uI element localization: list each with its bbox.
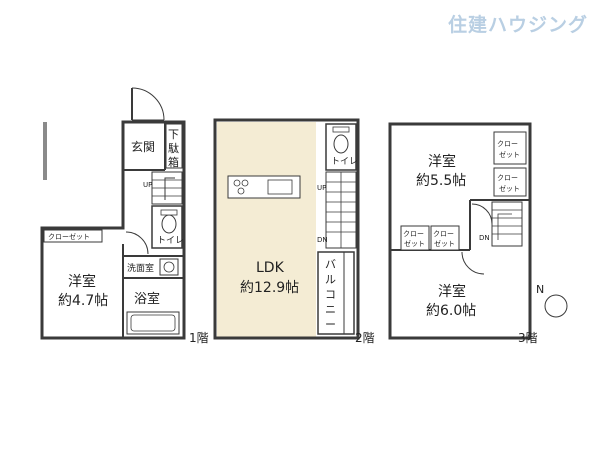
stairs-2f: UP DN xyxy=(317,171,357,249)
genkan-label: 玄関 xyxy=(131,139,155,154)
closet-3f-1-l2: ゼット xyxy=(499,150,520,159)
balcony-char-1: バ xyxy=(325,258,336,271)
western-room-1f: 洋室 約4.7帖 xyxy=(58,244,124,338)
washroom-label: 洗面室 xyxy=(127,262,154,274)
closet-3f-1: クロー ゼット xyxy=(493,131,527,165)
balcony: バ ル コ ニ ー xyxy=(317,251,355,335)
closet-3f-2-l2: ゼット xyxy=(499,184,520,193)
western-room-3f-b: 洋室 約6.0帖 xyxy=(426,283,476,319)
toilet-1f: トイレ xyxy=(151,205,184,249)
shoe-cabinet: 下 駄 箱 xyxy=(165,123,183,169)
brand-logo: 住建ハウジング xyxy=(447,14,588,36)
genkan: 玄関 xyxy=(123,122,166,171)
toilet-1f-label: トイレ xyxy=(157,236,184,246)
room-3f-a-name: 洋室 xyxy=(428,153,456,170)
toilet-2f: トイレ xyxy=(325,123,358,171)
compass-needle-icon xyxy=(552,294,558,318)
shoe-cabinet-char-1: 下 xyxy=(168,128,179,141)
closet-3f-3-l1: クロー xyxy=(403,230,424,238)
balcony-char-5: ー xyxy=(325,318,336,331)
compass-north-label: N xyxy=(536,283,544,296)
floor-3-label: 3階 xyxy=(518,330,538,345)
room-1f-name: 洋室 xyxy=(68,273,96,290)
closet-3f-2-l1: クロー xyxy=(497,174,518,182)
floor-3: 洋室 約5.5帖 クロー ゼット クロー ゼット クロー ゼット クロー ゼット xyxy=(388,122,538,345)
floor-2-label: 2階 xyxy=(355,330,375,345)
closet-3f-4: クロー ゼット xyxy=(430,225,460,251)
balcony-char-2: ル xyxy=(325,273,336,286)
shoe-cabinet-char-3: 箱 xyxy=(168,155,179,169)
compass: N xyxy=(536,283,568,318)
exterior-wall-segment xyxy=(43,122,47,180)
stairs-3f: DN xyxy=(479,201,523,247)
closet-1f: クローゼット xyxy=(43,229,103,243)
room-3f-b-size: 約6.0帖 xyxy=(426,303,476,319)
room-3f-a-size: 約5.5帖 xyxy=(416,173,466,189)
kitchen-counter xyxy=(227,175,301,199)
closet-3f-4-l1: クロー xyxy=(433,230,454,238)
closet-3f-3: クロー ゼット xyxy=(400,225,430,251)
stairs-up-label: UP xyxy=(143,181,152,189)
room-3f-b-name: 洋室 xyxy=(438,283,466,300)
shoe-cabinet-char-2: 駄 xyxy=(168,141,179,155)
closet-3f-2: クロー ゼット xyxy=(493,167,527,197)
stairs-1f: UP xyxy=(143,171,183,205)
bathroom-label: 浴室 xyxy=(134,291,160,307)
closet-3f-1-l1: クロー xyxy=(497,140,518,148)
stairs-2f-up-label: UP xyxy=(317,184,326,192)
closet-3f-3-l2: ゼット xyxy=(404,239,425,248)
floor-2: トイレ UP DN LDK 約12.9帖 バ ル コ ニ ー 2 xyxy=(213,118,375,345)
balcony-char-3: コ xyxy=(325,288,336,301)
ldk-name: LDK xyxy=(256,260,285,276)
room-1f-size: 約4.7帖 xyxy=(58,293,108,309)
compass-ring xyxy=(544,294,568,318)
ldk-floor xyxy=(217,122,316,338)
closet-1f-label: クローゼット xyxy=(48,232,90,241)
stairs-2f-dn-label: DN xyxy=(317,236,328,244)
ldk-size: 約12.9帖 xyxy=(240,280,299,296)
toilet-2f-label: トイレ xyxy=(331,157,358,167)
stairs-3f-dn-label: DN xyxy=(479,234,490,242)
floor-1: 玄関 下 駄 箱 UP トイレ クロー xyxy=(40,87,209,345)
bathroom: 浴室 xyxy=(126,291,180,335)
floor-1-label: 1階 xyxy=(189,330,209,345)
entrance-door xyxy=(131,87,165,121)
closet-3f-4-l2: ゼット xyxy=(434,239,455,248)
washroom: 洗面室 xyxy=(123,255,184,279)
balcony-char-4: ニ xyxy=(325,303,336,316)
